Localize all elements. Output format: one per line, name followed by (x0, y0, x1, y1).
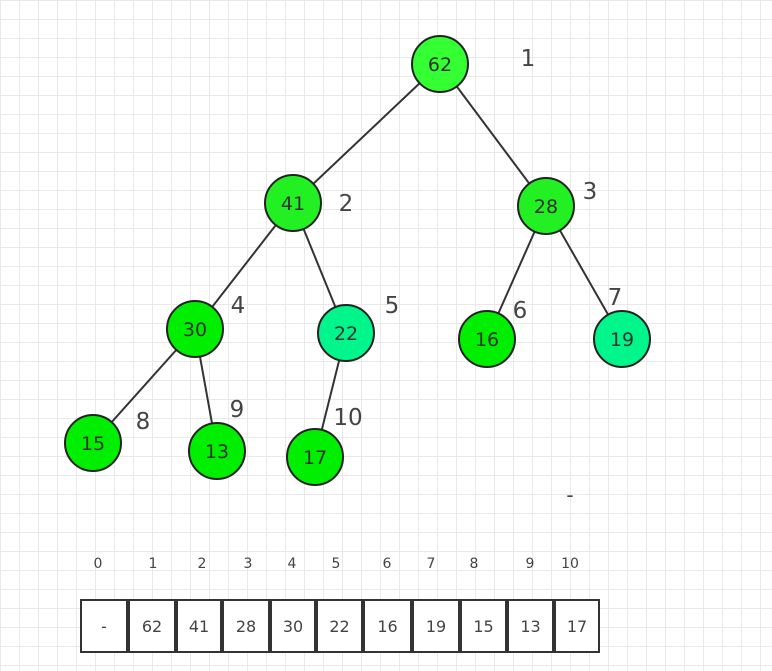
tree-node-index: 8 (136, 409, 151, 435)
array-index-label: 3 (244, 556, 253, 572)
array-index-label: 4 (288, 556, 297, 572)
array-index-label: 10 (561, 556, 579, 572)
tree-node-value: 30 (183, 319, 207, 341)
tree-edge (439, 63, 547, 207)
tree-node (188, 422, 246, 480)
tree-node-value: 17 (303, 447, 327, 469)
array-cell-value: 28 (236, 617, 256, 636)
array-cell (222, 599, 270, 653)
array-cell (80, 599, 128, 653)
array-cell (507, 599, 554, 653)
tree-node-index: 10 (333, 405, 362, 431)
tree-node-value: 19 (610, 329, 634, 351)
tree-node-value: 13 (205, 441, 229, 463)
array-cell (460, 599, 507, 653)
array-cell-value: - (101, 617, 107, 636)
array-cell (554, 599, 600, 653)
tree-node-value: 62 (428, 54, 452, 76)
array-cell-value: 17 (567, 617, 587, 636)
array-cell (128, 599, 176, 653)
tree-node-index: 4 (231, 293, 246, 319)
array-cell (412, 599, 460, 653)
array-cell (270, 599, 316, 653)
tree-node-index: 5 (385, 293, 400, 319)
array-index-label: 6 (383, 556, 392, 572)
tree-node-value: 15 (81, 433, 105, 455)
tree-node (264, 174, 322, 232)
tree-node-value: 16 (475, 329, 499, 351)
array-index-label: 0 (94, 556, 103, 572)
array-cell-value: 62 (142, 617, 162, 636)
tree-node-index: 2 (339, 191, 354, 217)
stray-mark: - (566, 483, 573, 507)
array-cell-value: 22 (329, 617, 349, 636)
array-cell-value: 16 (377, 617, 397, 636)
array-cell-value: 19 (426, 617, 446, 636)
tree-node (517, 177, 575, 235)
tree-node (593, 310, 651, 368)
tree-node-index: 3 (583, 179, 598, 205)
array-index-label: 2 (198, 556, 207, 572)
array-index-label: 1 (149, 556, 158, 572)
array-index-label: 5 (332, 556, 341, 572)
tree-node-value: 22 (334, 323, 358, 345)
array-index-label: 8 (470, 556, 479, 572)
array-cell-value: 41 (189, 617, 209, 636)
tree-node-value: 41 (281, 193, 305, 215)
tree-node (166, 300, 224, 358)
array-cell (316, 599, 363, 653)
array-cell-value: 15 (473, 617, 493, 636)
array-index-label: 9 (526, 556, 535, 572)
array-cell (363, 599, 412, 653)
tree-node (64, 414, 122, 472)
tree-edge (292, 63, 441, 204)
tree-node-index: 1 (521, 46, 536, 72)
tree-node-index: 7 (608, 285, 623, 311)
array-cell-value: 30 (283, 617, 303, 636)
tree-node (286, 428, 344, 486)
tree-node-value: 28 (534, 196, 558, 218)
tree-node (411, 35, 469, 93)
array-cell-value: 13 (520, 617, 540, 636)
tree-node-index: 6 (513, 298, 528, 324)
tree-node (317, 304, 375, 362)
array-index-label: 7 (427, 556, 436, 572)
tree-node-index: 9 (230, 397, 245, 423)
tree-node (458, 310, 516, 368)
array-cell (176, 599, 222, 653)
